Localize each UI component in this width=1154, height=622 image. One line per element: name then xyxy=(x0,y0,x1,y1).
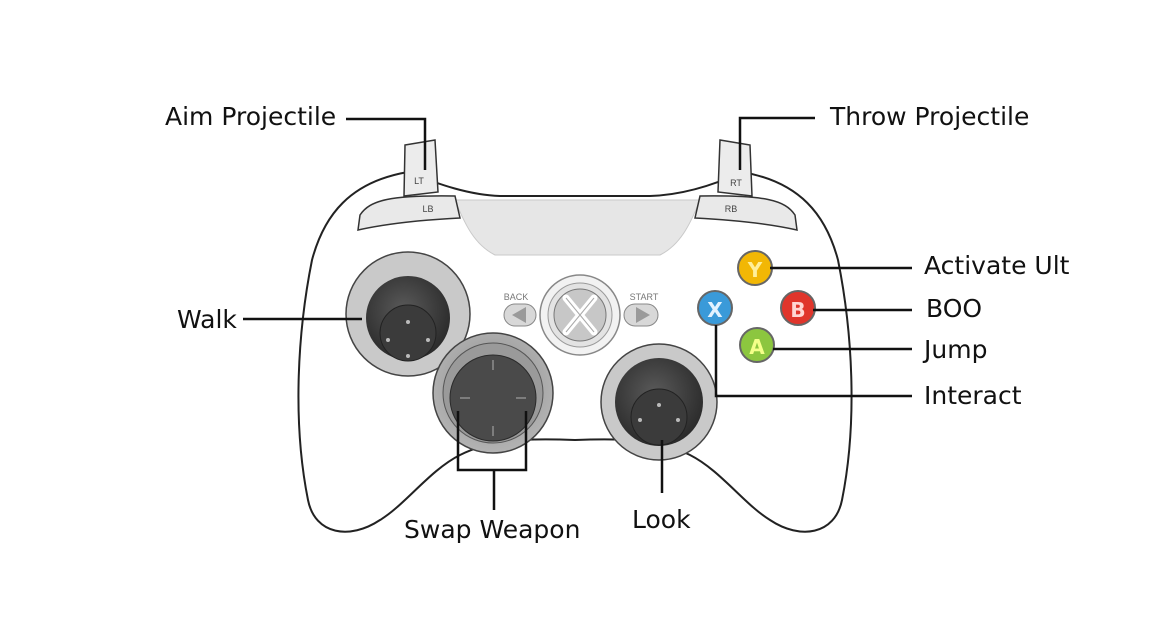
aim-projectile-leader xyxy=(346,117,427,170)
y-button[interactable]: Y xyxy=(737,250,773,286)
back-label: BACK xyxy=(504,292,529,302)
x-button-label: X xyxy=(707,298,723,322)
lb-label: LB xyxy=(422,204,433,214)
left-bumper[interactable]: LB xyxy=(357,195,461,231)
a-button[interactable]: A xyxy=(739,327,775,363)
xbox-guide-icon xyxy=(562,294,598,336)
right-stick[interactable] xyxy=(600,343,718,461)
interact-label: Interact xyxy=(924,381,1022,410)
throw-projectile-label: Throw Projectile xyxy=(830,102,1030,131)
x-button[interactable]: X xyxy=(697,290,733,326)
top-panel xyxy=(454,199,701,256)
right-bumper[interactable]: RB xyxy=(694,195,798,231)
rt-label: RT xyxy=(730,178,742,188)
leader-lines xyxy=(243,116,912,510)
back-button[interactable]: BACK xyxy=(503,292,537,327)
walk-label: Walk xyxy=(177,305,237,334)
jump-label: Jump xyxy=(924,335,988,364)
left-stick[interactable] xyxy=(345,251,471,377)
a-button-label: A xyxy=(749,335,765,359)
b-button-label: B xyxy=(790,298,805,322)
guide-button[interactable] xyxy=(539,274,621,356)
look-label: Look xyxy=(632,505,691,534)
interact-leader xyxy=(714,325,912,398)
right-trigger[interactable]: RT xyxy=(717,139,753,197)
activate-ult-label: Activate Ult xyxy=(924,251,1070,280)
b-button[interactable]: B xyxy=(780,290,816,326)
left-trigger[interactable]: LT xyxy=(403,139,439,197)
right-arrow-icon xyxy=(636,307,650,323)
boo-label: BOO xyxy=(926,294,983,323)
throw-projectile-leader xyxy=(738,116,815,170)
swap-weapon-label: Swap Weapon xyxy=(404,515,581,544)
lt-label: LT xyxy=(414,176,424,186)
left-arrow-icon xyxy=(512,307,526,323)
y-button-label: Y xyxy=(747,258,763,282)
swap-weapon-leader xyxy=(456,411,528,510)
start-label: START xyxy=(630,292,659,302)
start-button[interactable]: START xyxy=(623,292,659,327)
aim-projectile-label: Aim Projectile xyxy=(165,102,337,131)
d-pad[interactable] xyxy=(432,332,554,454)
rb-label: RB xyxy=(725,204,738,214)
